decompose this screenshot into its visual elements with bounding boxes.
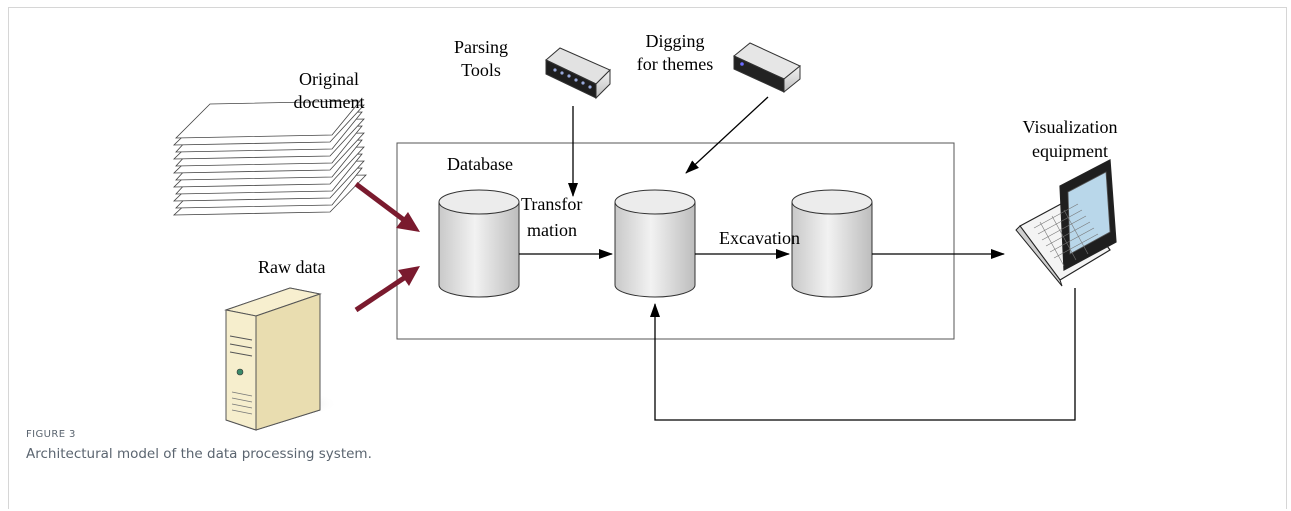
parsing-tools-label-line1: Parsing: [454, 37, 508, 57]
database-system-box: [396, 142, 955, 340]
original-document-label-line2: document: [294, 92, 365, 112]
original-document-label-line1: Original: [299, 69, 359, 89]
parsing-tools-device-icon: [545, 47, 611, 100]
figure-caption-text: Architectural model of the data processi…: [26, 446, 372, 462]
theme-mining-arrow: [685, 96, 769, 174]
database-label: Database: [447, 154, 513, 174]
raw-data-input-arrow: [354, 266, 420, 313]
database-cylinder: [438, 189, 520, 298]
document-stack-icon: [172, 100, 367, 216]
digging-themes-label-line2: for themes: [637, 54, 713, 74]
figure-caption: FIGURE 3 Architectural model of the data…: [26, 428, 372, 464]
transformation-label-line1: Transfor: [521, 194, 582, 214]
parsing-tools-label-line2: Tools: [461, 60, 501, 80]
server-icon: [218, 287, 338, 431]
transformed-data-cylinder: [614, 189, 696, 298]
figure-number: FIGURE 3: [26, 429, 76, 440]
excavated-data-cylinder: [791, 189, 873, 298]
visualization-label-line1: Visualization: [1023, 117, 1118, 137]
feedback-loop-arrow: [650, 288, 1076, 421]
raw-data-label: Raw data: [258, 257, 325, 277]
digging-themes-label-line1: Digging: [645, 31, 704, 51]
transformation-label-line2: mation: [527, 220, 577, 240]
laptop-icon: [1015, 159, 1117, 287]
excavation-label: Excavation: [719, 228, 800, 248]
theme-mining-device-icon: [733, 42, 801, 94]
visualization-label-line2: equipment: [1032, 141, 1108, 161]
document-input-arrow: [354, 182, 420, 232]
